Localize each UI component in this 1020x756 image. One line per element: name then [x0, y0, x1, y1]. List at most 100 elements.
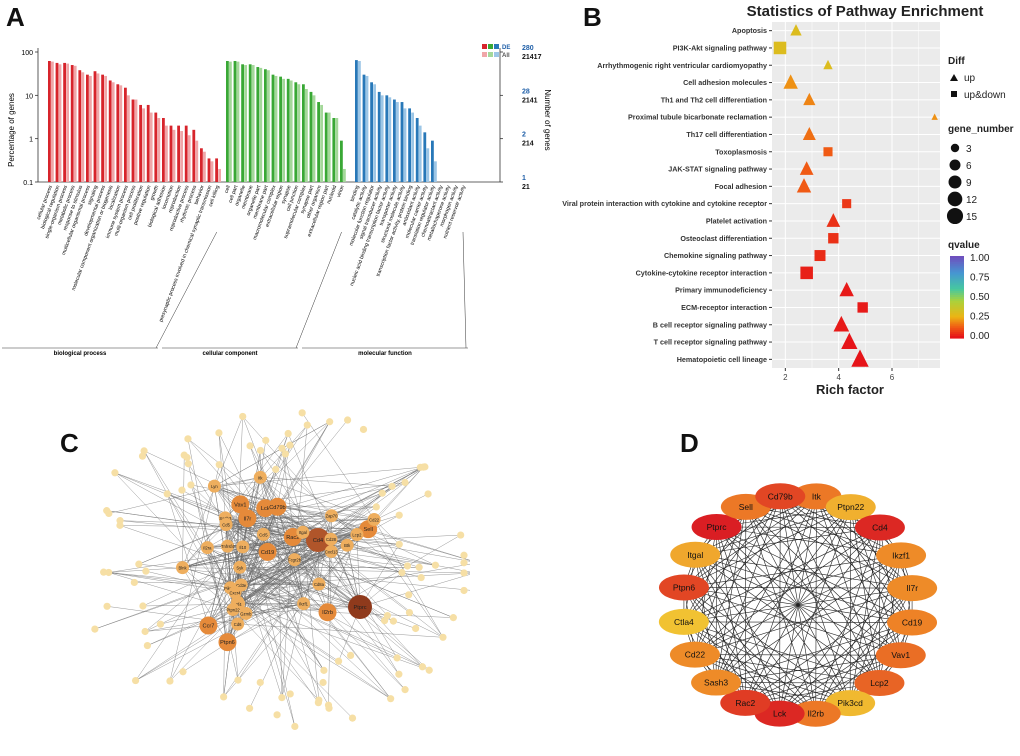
ppi-node-hub	[239, 606, 253, 620]
legend-color-band	[950, 305, 964, 308]
ppi-node	[319, 678, 327, 687]
ppi-node	[141, 627, 149, 636]
hub-node-label: Rac2	[735, 698, 755, 708]
go-bar-all	[373, 84, 376, 182]
legend-color-band	[950, 315, 964, 319]
hub-edge	[695, 554, 880, 684]
ppi-node	[131, 676, 140, 685]
ppi-edge	[223, 529, 369, 698]
ppi-node	[105, 568, 113, 577]
hub-edge	[694, 654, 880, 684]
ppi-node-label: Ccl5	[259, 532, 268, 537]
go-bar-all	[251, 65, 255, 182]
ppi-node	[178, 486, 186, 494]
ppi-node	[389, 617, 397, 625]
ppi-edge	[223, 524, 227, 697]
go-bar-all	[388, 97, 392, 182]
go-bar-all	[244, 65, 247, 182]
ppi-node	[278, 694, 286, 702]
hub-edge	[694, 496, 781, 655]
ppi-node	[215, 429, 223, 437]
ppi-node-hub	[207, 479, 221, 493]
go-bar-de	[233, 60, 237, 182]
go-bar-all	[289, 80, 293, 182]
ppi-edge	[190, 484, 238, 625]
ppi-edge	[328, 551, 332, 706]
pathway-point-up	[826, 213, 841, 227]
hub-node	[854, 514, 905, 541]
ppi-edge	[214, 477, 261, 487]
ppi-edge	[227, 603, 304, 643]
go-bar-de	[271, 74, 275, 182]
ppi-edge	[207, 547, 304, 604]
go-bar-de	[139, 104, 142, 182]
ppi-node	[348, 714, 357, 722]
hub-edge	[745, 506, 901, 656]
go-bar-de	[324, 112, 328, 182]
go-right-tick-label-de: 1	[522, 175, 526, 182]
ppi-node	[180, 451, 188, 459]
legend-color-band	[950, 270, 964, 273]
ppi-node	[425, 666, 433, 674]
go-bar-de	[207, 158, 211, 182]
ppi-node-hub	[231, 495, 250, 514]
legend-color-band	[950, 297, 964, 300]
go-bar-de	[302, 84, 305, 182]
ppi-edge	[281, 448, 304, 604]
legend-size-title: gene_number	[948, 124, 1014, 135]
go-bar-all	[149, 112, 153, 182]
ppi-node-label: Lcp2	[352, 533, 362, 538]
go-bar-all	[218, 168, 221, 182]
ppi-node-label: Ccr7	[203, 624, 215, 630]
ppi-edge	[327, 612, 406, 690]
hub-node-label: Cd22	[685, 650, 706, 660]
ppi-edge	[247, 518, 375, 520]
ppi-node	[359, 425, 368, 434]
pathway-y-label: Chemokine signaling pathway	[664, 251, 767, 260]
legend-color-band	[950, 319, 964, 323]
ppi-edge	[359, 574, 470, 608]
ppi-node-label: Fcgr2b	[288, 558, 302, 563]
ppi-node-label: Cxcr4	[230, 590, 242, 595]
hub-node-label: Cd4	[872, 522, 888, 532]
go-x-label: cell	[224, 185, 232, 194]
ppi-node	[460, 559, 468, 567]
ppi-edge	[260, 450, 319, 541]
pathway-point-updown	[828, 233, 839, 244]
ppi-edge	[237, 539, 332, 681]
go-bar-de	[177, 125, 180, 182]
go-bar-all	[229, 61, 232, 182]
ppi-edge	[225, 524, 328, 613]
ppi-node	[138, 452, 147, 460]
go-bar-de	[169, 125, 173, 182]
ppi-node	[291, 722, 299, 731]
legend-color-band	[950, 282, 964, 286]
go-bar-de	[70, 65, 74, 182]
legend-color-band	[950, 280, 964, 284]
go-bar-de	[146, 104, 150, 182]
ppi-edge	[242, 416, 332, 516]
pathway-y-label: B cell receptor signaling pathway	[653, 320, 767, 329]
go-group-label: molecular function	[358, 351, 412, 357]
pathway-y-label: Th17 cell differentiation	[686, 130, 767, 139]
go-bar-de	[93, 71, 97, 182]
pathway-y-label: Osteoclast differentiation	[680, 234, 767, 243]
ppi-node-hub	[348, 595, 372, 619]
ppi-edge	[239, 534, 264, 568]
ppi-node	[272, 465, 280, 473]
ppi-node-hub	[256, 527, 270, 541]
go-bar-all	[343, 168, 346, 182]
pathway-y-label: Apoptosis	[732, 26, 767, 35]
go-bar-all	[180, 131, 183, 182]
legend-color-band	[950, 307, 964, 310]
ppi-node	[239, 412, 247, 421]
go-bar-all	[127, 95, 130, 182]
hub-edge	[780, 496, 913, 589]
ppi-node	[111, 469, 119, 477]
hub-edge	[683, 587, 780, 714]
ppi-node-hub	[258, 542, 277, 561]
hub-edge	[694, 554, 780, 714]
ppi-edge	[147, 609, 234, 646]
hub-edge	[715, 506, 747, 683]
legend-color-label: 0.25	[970, 312, 990, 323]
